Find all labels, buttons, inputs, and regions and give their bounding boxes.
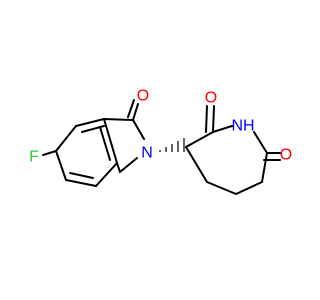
- bond: [132, 103, 139, 121]
- bond: [127, 99, 135, 118]
- bond: [205, 105, 208, 133]
- bond: [235, 181, 263, 195]
- atom-nitrogen-imide: NH: [231, 118, 254, 135]
- molecule-structure: O O O N NH F: [29, 88, 292, 195]
- bond: [65, 179, 97, 187]
- bond: [95, 162, 118, 187]
- bond: [212, 105, 215, 133]
- bond: [103, 118, 134, 121]
- bond: [116, 162, 121, 173]
- bond: [55, 150, 67, 181]
- atom-oxygen-lactam: O: [137, 88, 149, 105]
- bond: [103, 118, 118, 164]
- atom-oxygen-imide-right: O: [280, 147, 292, 164]
- bond: [185, 131, 214, 148]
- bond: [55, 125, 77, 152]
- bond: [119, 157, 138, 173]
- bond: [253, 131, 268, 154]
- bond: [206, 181, 237, 195]
- bond: [42, 150, 57, 156]
- bond: [99, 126, 111, 161]
- bond: [261, 152, 268, 183]
- bond: [69, 172, 94, 179]
- stereo-hash-bond: [159, 138, 185, 152]
- atom-nitrogen-isoindolinone: N: [141, 145, 153, 162]
- bond: [185, 146, 208, 183]
- bond: [212, 125, 233, 133]
- bond: [75, 118, 105, 127]
- atom-oxygen-imide-left: O: [205, 90, 217, 107]
- structure-canvas: O O O N NH F: [29, 87, 293, 195]
- bond: [132, 119, 145, 140]
- atom-fluorine: F: [29, 149, 39, 166]
